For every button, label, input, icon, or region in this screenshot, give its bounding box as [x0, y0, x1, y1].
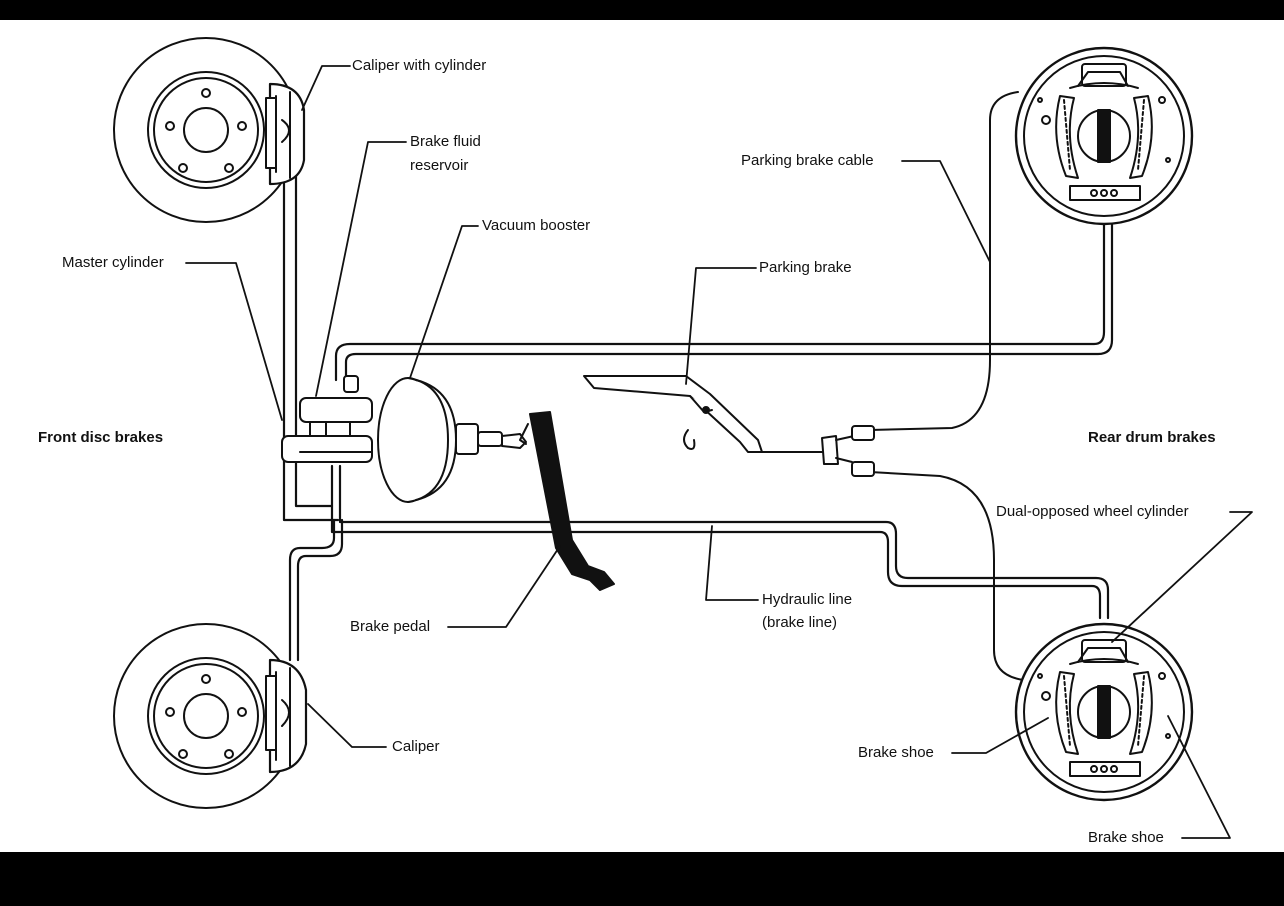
label-reservoir: reservoir — [410, 157, 469, 174]
label-parking-brake: Parking brake — [759, 259, 852, 276]
vacuum-booster — [377, 377, 527, 503]
cable-split — [835, 435, 855, 463]
leader-caliper-with-cylinder — [301, 65, 351, 111]
cable-end-upper — [851, 425, 875, 441]
label-brake-pedal: Brake pedal — [350, 618, 431, 635]
label-brake-shoe-left: Brake shoe — [858, 744, 934, 761]
leader-hydraulic-line — [705, 525, 759, 601]
top-line-inner — [344, 220, 1114, 382]
label-brake-fluid: Brake fluid — [410, 133, 481, 150]
front-vertical-lines — [282, 153, 340, 522]
diagram-artwork — [113, 37, 1253, 839]
front-upper-disc — [113, 37, 306, 223]
front-lower-disc — [113, 623, 308, 809]
label-caliper: Caliper — [392, 738, 440, 755]
rear-lower-drum — [1014, 622, 1194, 802]
lower-caliper-line-inner — [296, 518, 344, 662]
cable-equalizer — [821, 435, 839, 465]
leader-parking-brake-cable — [901, 160, 991, 263]
top-line-to-rear — [334, 220, 1106, 382]
label-dual-opposed-wheel-cylinder: Dual-opposed wheel cylinder — [996, 503, 1189, 520]
bottom-line-inner — [330, 464, 1102, 620]
cable-lower — [869, 471, 1025, 681]
rear-upper-drum — [1014, 46, 1194, 226]
parking-brake-cables — [757, 91, 1025, 681]
label-vacuum-booster: Vacuum booster — [482, 217, 591, 234]
lower-caliper-line — [288, 518, 336, 662]
leader-brake-shoe-left — [951, 717, 1049, 754]
brake-pedal-artwork — [519, 411, 615, 591]
cable-end-lower — [851, 461, 875, 477]
cable-upper — [869, 91, 1019, 431]
hydraulic-lines — [282, 153, 1114, 662]
label-rear-drum-brakes: Rear drum brakes — [1088, 429, 1216, 446]
leader-caliper — [307, 703, 387, 748]
leader-lines — [185, 65, 1253, 839]
label-master-cylinder: Master cylinder — [62, 254, 164, 271]
top-black-bar — [0, 0, 1284, 20]
label-hydraulic-line: Hydraulic line — [762, 591, 853, 608]
label-brake-line: (brake line) — [762, 614, 838, 631]
leader-brake-shoe-right — [1167, 715, 1231, 839]
bottom-black-bar — [0, 852, 1284, 906]
label-front-disc-brakes: Front disc brakes — [38, 429, 164, 446]
bottom-line-to-rear — [338, 464, 1110, 620]
leader-master-cylinder — [185, 262, 283, 421]
leader-dual-opposed-wheel-cylinder — [1111, 511, 1253, 643]
parking-brake-lever — [583, 375, 763, 453]
master-cylinder — [281, 375, 373, 463]
label-caliper-with-cylinder: Caliper with cylinder — [352, 57, 487, 74]
label-parking-brake-cable: Parking brake cable — [741, 152, 874, 169]
brake-system-diagram: Caliper with cylinder Brake fluid reserv… — [0, 20, 1284, 852]
label-brake-shoe-right: Brake shoe — [1088, 829, 1164, 846]
leader-vacuum-booster — [409, 225, 479, 379]
leader-brake-pedal — [447, 545, 561, 628]
leader-brake-fluid-reservoir — [315, 141, 407, 397]
leader-parking-brake — [685, 267, 757, 385]
